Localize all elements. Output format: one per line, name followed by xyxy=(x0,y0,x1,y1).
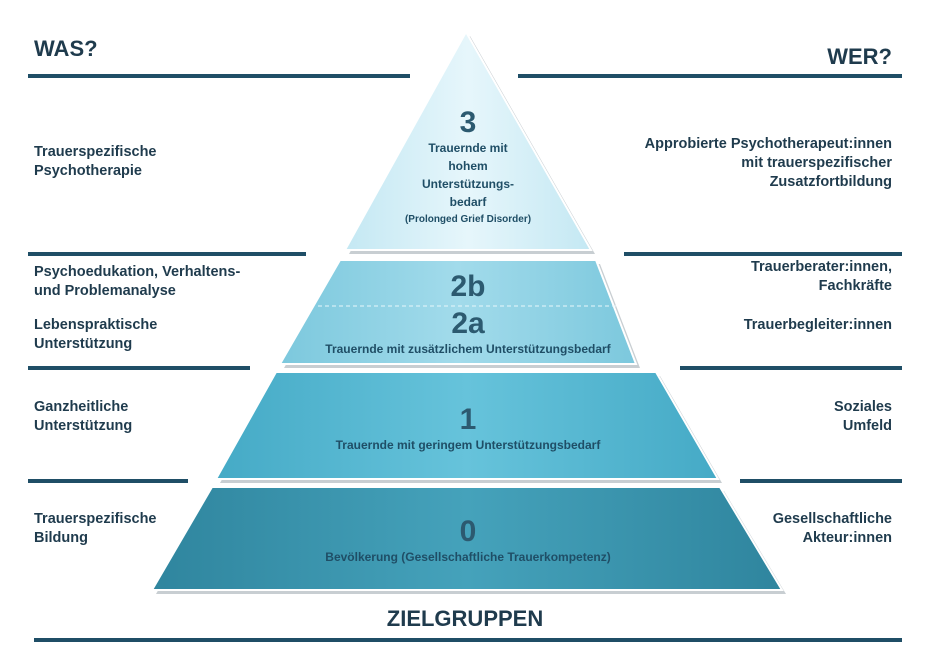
level-1-desc: Trauernde mit geringem Unterstützungsbed… xyxy=(335,438,601,452)
level-3-desc-4: bedarf xyxy=(449,195,487,209)
level-2-desc: Trauernde mit zusätzlichem Unterstützung… xyxy=(325,342,611,356)
tier2-shape xyxy=(278,259,638,365)
wer-level-2b: Trauerberater:innen,Fachkräfte xyxy=(750,259,892,294)
rule-left-top xyxy=(28,74,410,78)
level-1-number: 1 xyxy=(459,403,477,436)
tier3-shape xyxy=(343,29,593,251)
rule-right-4 xyxy=(740,479,902,483)
level-3-desc-1: Trauernde mit xyxy=(428,141,508,155)
level-2b-number: 2b xyxy=(450,270,486,303)
level-0-number: 0 xyxy=(459,515,477,548)
rule-right-2 xyxy=(624,252,902,256)
wer-heading: WER? xyxy=(827,44,892,69)
was-level-2b: Psychoedukation, Verhaltens-und Problema… xyxy=(34,264,241,299)
level-3-number: 3 xyxy=(459,106,477,139)
level-3-note: (Prolonged Grief Disorder) xyxy=(404,214,532,225)
footer-title: ZIELGRUPPEN xyxy=(386,606,544,631)
rule-bottom xyxy=(34,638,902,642)
wer-level-2a: Trauerbegleiter:innen xyxy=(743,317,892,333)
level-3-label: 3 Trauernde mit hohem Unterstützungs- be… xyxy=(368,107,568,229)
tier0-shape xyxy=(150,486,784,591)
level-3-desc-2: hohem xyxy=(448,159,488,173)
level-2a-number: 2a xyxy=(451,307,485,340)
rule-left-3 xyxy=(28,366,250,370)
rule-right-top xyxy=(518,74,902,78)
level-0-desc: Bevölkerung (Gesellschaftliche Trauerkom… xyxy=(325,550,611,564)
level-3-desc-3: Unterstützungs- xyxy=(422,177,514,191)
rule-right-3 xyxy=(680,366,902,370)
rule-left-4 xyxy=(28,479,188,483)
rule-left-2 xyxy=(28,252,306,256)
tier1-shape xyxy=(214,371,720,480)
was-heading: WAS? xyxy=(34,36,98,61)
